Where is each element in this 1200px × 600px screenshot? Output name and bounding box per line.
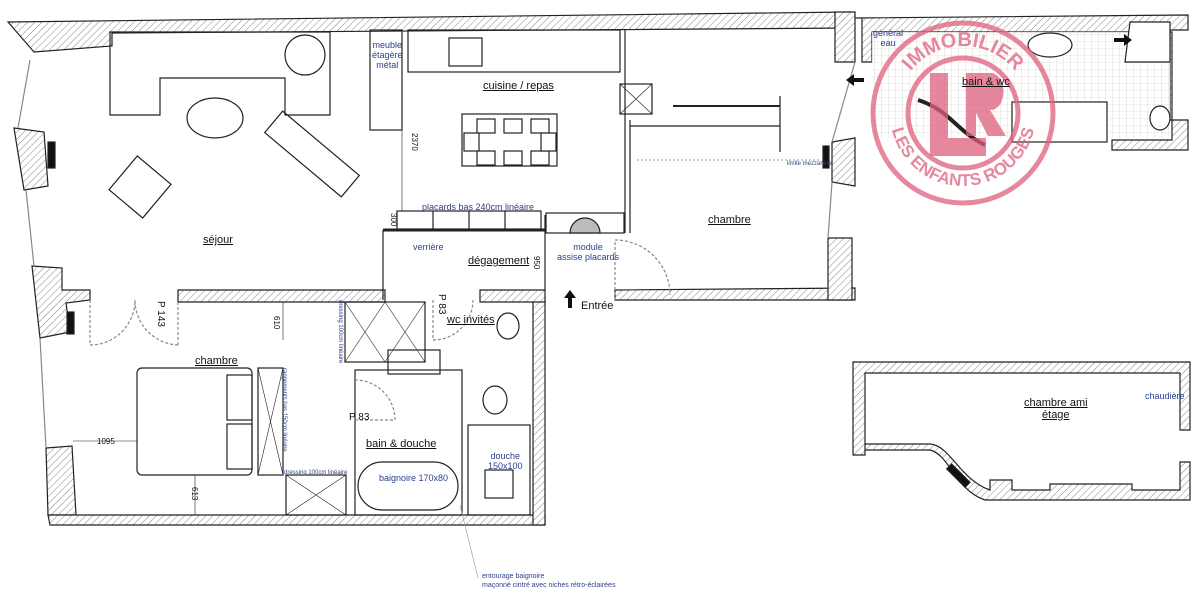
dimension-613: 613	[190, 487, 199, 501]
room-label-sejour: séjour	[203, 234, 233, 246]
entree-arrow	[564, 290, 576, 308]
room-label-degagement: dégagement	[468, 255, 530, 267]
note-module: module assise placards	[557, 242, 619, 262]
wall-chambre-right-upper	[831, 137, 856, 187]
note-entourage-line2: maçonné cintré avec niches rétro-éclairé…	[482, 582, 616, 589]
room-label-chambre-ami: chambre ami étage	[1024, 397, 1088, 421]
note-entourage-line1: entourage baignoire	[482, 573, 545, 580]
note-entourage: entourage baignoire maçonné cintré avec …	[482, 572, 615, 590]
wall-wc-top	[479, 289, 546, 303]
note-dressing-1: dressing 100cm linéaire	[337, 300, 343, 364]
room-label-chambre-right: chambre	[708, 214, 751, 226]
wall-bottom	[47, 514, 546, 526]
note-meuble-line2: étagère	[372, 50, 403, 60]
note-dressing-2: dressing 100cm linéaire	[284, 470, 348, 476]
bathtub	[357, 461, 459, 511]
note-douche-line2: 150x100	[488, 461, 523, 471]
wall-chambre-right-lower	[827, 237, 853, 301]
dimension-950: 950	[532, 256, 541, 270]
room-label-wc-invites: wc invités	[447, 314, 495, 326]
door-p83-wc: P 83	[436, 294, 447, 315]
note-meuble-line3: métal	[376, 60, 399, 70]
dimension-2370: 2370	[410, 133, 419, 151]
room-label-bain-wc: bain & wc	[962, 76, 1010, 88]
room-label-chambre-left: chambre	[195, 355, 238, 367]
wall-left-lower	[45, 445, 77, 516]
room-label-cuisine: cuisine / repas	[483, 80, 554, 92]
note-douche-line1: douche	[490, 451, 521, 461]
door-p143: P 143	[155, 301, 166, 327]
sofa	[109, 31, 331, 116]
wall-chambre-bottom	[614, 287, 856, 301]
note-chaudiere: chaudière	[1145, 391, 1185, 401]
chambre-ami-line1: chambre ami	[1024, 397, 1088, 409]
note-placards-bas: placards bas 240cm linéaire	[422, 202, 535, 212]
dimension-300: 300	[389, 213, 398, 227]
note-douche: douche 150x100	[488, 451, 523, 471]
wall-chambre-ami	[852, 361, 1191, 501]
dining-table	[461, 113, 558, 167]
note-general-eau-line1: général	[873, 28, 904, 38]
chambre-ami-line2: étage	[1042, 409, 1070, 421]
room-label-bain-douche: bain & douche	[366, 438, 437, 450]
wall-left-upper	[13, 127, 49, 191]
door-p83-bain: P 83	[349, 412, 370, 423]
arrow-left-icon	[846, 74, 864, 86]
wall-left-mid	[31, 265, 91, 339]
note-meuble-line1: meuble	[372, 40, 403, 50]
note-baignoire: baignoire 170x80	[379, 473, 449, 483]
bed	[136, 367, 253, 476]
wall-lower-right	[532, 297, 546, 526]
note-rangements: rangements bas 150cm linéaire	[281, 368, 287, 452]
note-verriere: verrière	[413, 242, 444, 252]
dimension-610: 610	[272, 316, 281, 330]
note-module-line2: assise placards	[557, 252, 620, 262]
note-general-eau: général eau	[873, 28, 903, 48]
note-module-line1: module	[573, 242, 603, 252]
entree-label: Entrée	[581, 300, 614, 312]
note-meuble: meuble étagère métal	[372, 40, 403, 70]
note-general-eau-line2: eau	[880, 38, 896, 48]
arrow-right-icon	[1114, 34, 1132, 46]
note-limite-mezzanine: limite mezzanine	[787, 161, 832, 167]
wall-right-top	[834, 11, 856, 63]
wall-bedroom-top	[177, 289, 386, 303]
dimension-1095: 1095	[97, 437, 115, 446]
